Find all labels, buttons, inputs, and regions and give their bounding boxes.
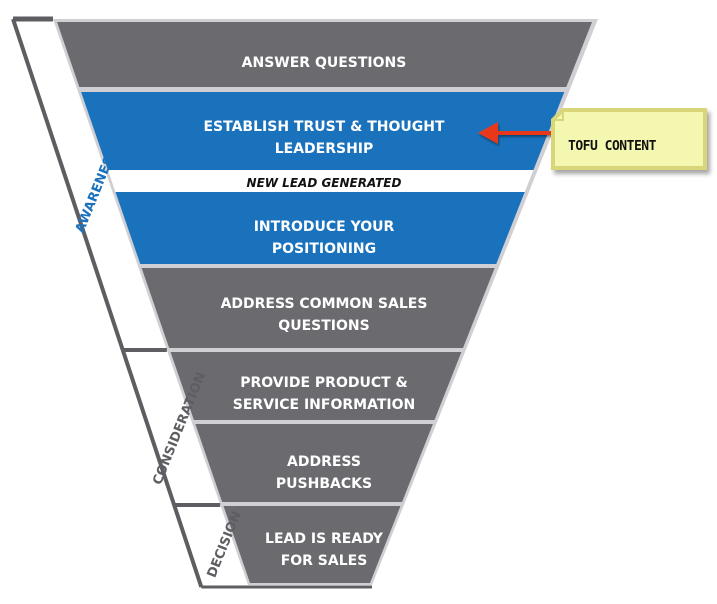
funnel-stage-shape [170, 352, 462, 420]
phase-bracket-decision [174, 505, 249, 587]
funnel-stage-label: QUESTIONS [278, 318, 369, 334]
funnel-stage-label: ANSWER QUESTIONS [242, 55, 407, 71]
tofu-content-note [551, 108, 707, 170]
funnel-stage-shape [115, 192, 525, 264]
phase-bracket-border [11, 18, 125, 351]
funnel-stage: ADDRESS PUSHBACKS [195, 424, 433, 502]
phase-brackets [11, 16, 372, 589]
funnel-stage-label: ESTABLISH TRUST & THOUGHT [203, 119, 444, 135]
funnel-stage: ESTABLISH TRUST & THOUGHT LEADERSHIP [81, 92, 565, 170]
funnel-stage: INTRODUCE YOUR POSITIONING [115, 192, 525, 264]
funnel-stage: ANSWER QUESTIONS [57, 22, 592, 87]
funnel-stage-label: PROVIDE PRODUCT & [240, 375, 408, 391]
funnel-stage-shape [223, 506, 401, 583]
funnel-stage-shape [81, 92, 565, 170]
funnel-stage-label: ADDRESS [287, 454, 361, 470]
arrow-left-icon [478, 122, 498, 144]
funnel-stage-label: POSITIONING [272, 241, 376, 257]
funnel-stages: ANSWER QUESTIONS ESTABLISH TRUST & THOUGH… [57, 22, 592, 583]
funnel-stage-label: PUSHBACKS [276, 476, 372, 492]
funnel-stage: LEAD IS READY FOR SALES [223, 506, 401, 583]
phase-bracket-consideration [122, 350, 221, 505]
funnel-stage-shape [57, 22, 592, 87]
funnel-stage-shape [195, 424, 433, 502]
funnel-stage-label: LEAD IS READY [265, 531, 384, 547]
phase-bracket-border [172, 504, 204, 588]
funnel-stage-label: INTRODUCE YOUR [254, 219, 395, 235]
funnel-stage-label: SERVICE INFORMATION [233, 397, 415, 413]
funnel-stage: ADDRESS COMMON SALES QUESTIONS [141, 268, 495, 348]
tofu-content-label: TOFU CONTENT [568, 139, 657, 154]
phase-bracket-border [120, 349, 177, 506]
funnel-stage-label: ADDRESS COMMON SALES [221, 296, 428, 312]
funnel-stage: PROVIDE PRODUCT & SERVICE INFORMATION [170, 352, 462, 420]
milestone-band-background [107, 170, 534, 192]
phase-bracket-awareness [13, 19, 167, 350]
milestone-band: NEW LEAD GENERATED [247, 176, 402, 190]
funnel-stage-label: FOR SALES [281, 553, 368, 569]
callout-arrow [478, 122, 553, 144]
milestone-label: NEW LEAD GENERATED [247, 176, 402, 190]
funnel-stage-label: LEADERSHIP [275, 141, 374, 157]
funnel-stage-shape [141, 268, 495, 348]
